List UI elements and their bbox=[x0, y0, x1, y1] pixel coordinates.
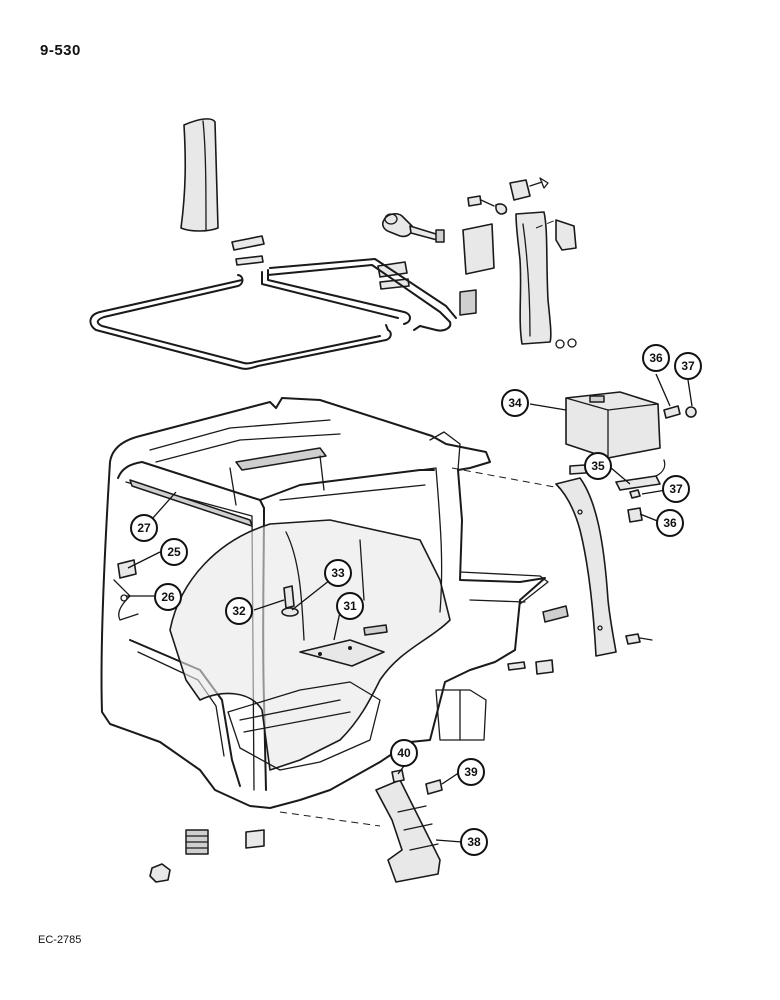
entry-step bbox=[375, 779, 441, 883]
mount-pad bbox=[459, 289, 477, 316]
callout-35: 35 bbox=[584, 452, 612, 480]
floor-mat-plate bbox=[299, 639, 385, 667]
callout-33: 33 bbox=[324, 559, 352, 587]
svg-text:31: 31 bbox=[343, 599, 357, 613]
svg-text:40: 40 bbox=[397, 746, 411, 760]
svg-text:25: 25 bbox=[167, 545, 181, 559]
roof-seal-right bbox=[267, 269, 411, 325]
callout-36-lower: 36 bbox=[656, 509, 684, 537]
washer-37-upper bbox=[685, 406, 697, 418]
bolt-36-upper bbox=[663, 405, 681, 419]
roof-strip bbox=[129, 479, 253, 527]
alignment-line-pillar bbox=[535, 219, 557, 229]
pad-small-1 bbox=[507, 661, 526, 671]
svg-text:26: 26 bbox=[161, 590, 175, 604]
svg-text:27: 27 bbox=[137, 521, 151, 535]
callout-26: 26 bbox=[154, 583, 182, 611]
callout-37-lower: 37 bbox=[662, 475, 690, 503]
rear-deck bbox=[459, 571, 549, 605]
callout-39: 39 bbox=[457, 758, 485, 786]
svg-text:38: 38 bbox=[467, 835, 481, 849]
pad-small-2 bbox=[535, 659, 554, 675]
washer-33 bbox=[281, 607, 299, 617]
callout-31: 31 bbox=[336, 592, 364, 620]
clip-screw-1 bbox=[467, 195, 482, 207]
cap-nut bbox=[149, 863, 171, 883]
callout-40: 40 bbox=[390, 739, 418, 767]
svg-text:35: 35 bbox=[591, 459, 605, 473]
svg-text:34: 34 bbox=[508, 396, 522, 410]
mount-plate bbox=[462, 223, 495, 275]
trim-screw bbox=[625, 633, 641, 645]
drawing-id: EC-2785 bbox=[38, 934, 82, 946]
roof-trim-panel bbox=[180, 118, 219, 232]
callout-36-upper: 36 bbox=[642, 344, 670, 372]
bar-interior bbox=[363, 624, 388, 636]
door-frame bbox=[129, 639, 241, 787]
step-bolt-39 bbox=[425, 779, 443, 795]
svg-text:33: 33 bbox=[331, 566, 345, 580]
callout-34: 34 bbox=[501, 389, 529, 417]
callout-27: 27 bbox=[130, 514, 158, 542]
rear-fender bbox=[169, 519, 451, 771]
svg-text:39: 39 bbox=[464, 765, 478, 779]
spacer-bushing bbox=[381, 212, 414, 238]
alignment-line-box bbox=[451, 467, 561, 489]
tool-box bbox=[565, 391, 661, 459]
roof-pad-left-1 bbox=[231, 235, 265, 251]
roof-rail-front bbox=[149, 419, 331, 451]
mount-bolt bbox=[409, 225, 438, 241]
roof-seal-left bbox=[89, 279, 392, 370]
retainer-clip bbox=[509, 179, 531, 201]
box-bracket-2 bbox=[615, 475, 661, 491]
step-washer-40 bbox=[391, 769, 405, 783]
bushing bbox=[245, 829, 265, 849]
svg-text:36: 36 bbox=[649, 351, 663, 365]
alignment-line-step bbox=[279, 811, 381, 827]
right-pillar bbox=[419, 467, 443, 613]
svg-text:36: 36 bbox=[663, 516, 677, 530]
nut-37-lower bbox=[629, 489, 641, 499]
svg-text:32: 32 bbox=[232, 604, 246, 618]
floor-platform bbox=[227, 681, 381, 771]
pad-rear bbox=[542, 605, 569, 623]
latch-bracket bbox=[555, 219, 577, 251]
callout-32: 32 bbox=[225, 597, 253, 625]
callout-37-upper: 37 bbox=[674, 352, 702, 380]
clip-screw-2 bbox=[495, 203, 508, 215]
svg-text:37: 37 bbox=[669, 482, 683, 496]
bolt-32 bbox=[283, 585, 295, 609]
callout-25: 25 bbox=[160, 538, 188, 566]
svg-text:37: 37 bbox=[681, 359, 695, 373]
page-number: 9-530 bbox=[40, 42, 81, 59]
bolt-36-lower bbox=[627, 507, 643, 523]
rear-trim-strip bbox=[555, 477, 617, 657]
support-column bbox=[435, 689, 487, 741]
roof-pad-left-2 bbox=[235, 255, 264, 266]
roof-crossbar bbox=[235, 447, 327, 471]
callout-38: 38 bbox=[460, 828, 488, 856]
door-handle bbox=[117, 559, 137, 579]
rear-pillar-trim bbox=[515, 211, 552, 345]
